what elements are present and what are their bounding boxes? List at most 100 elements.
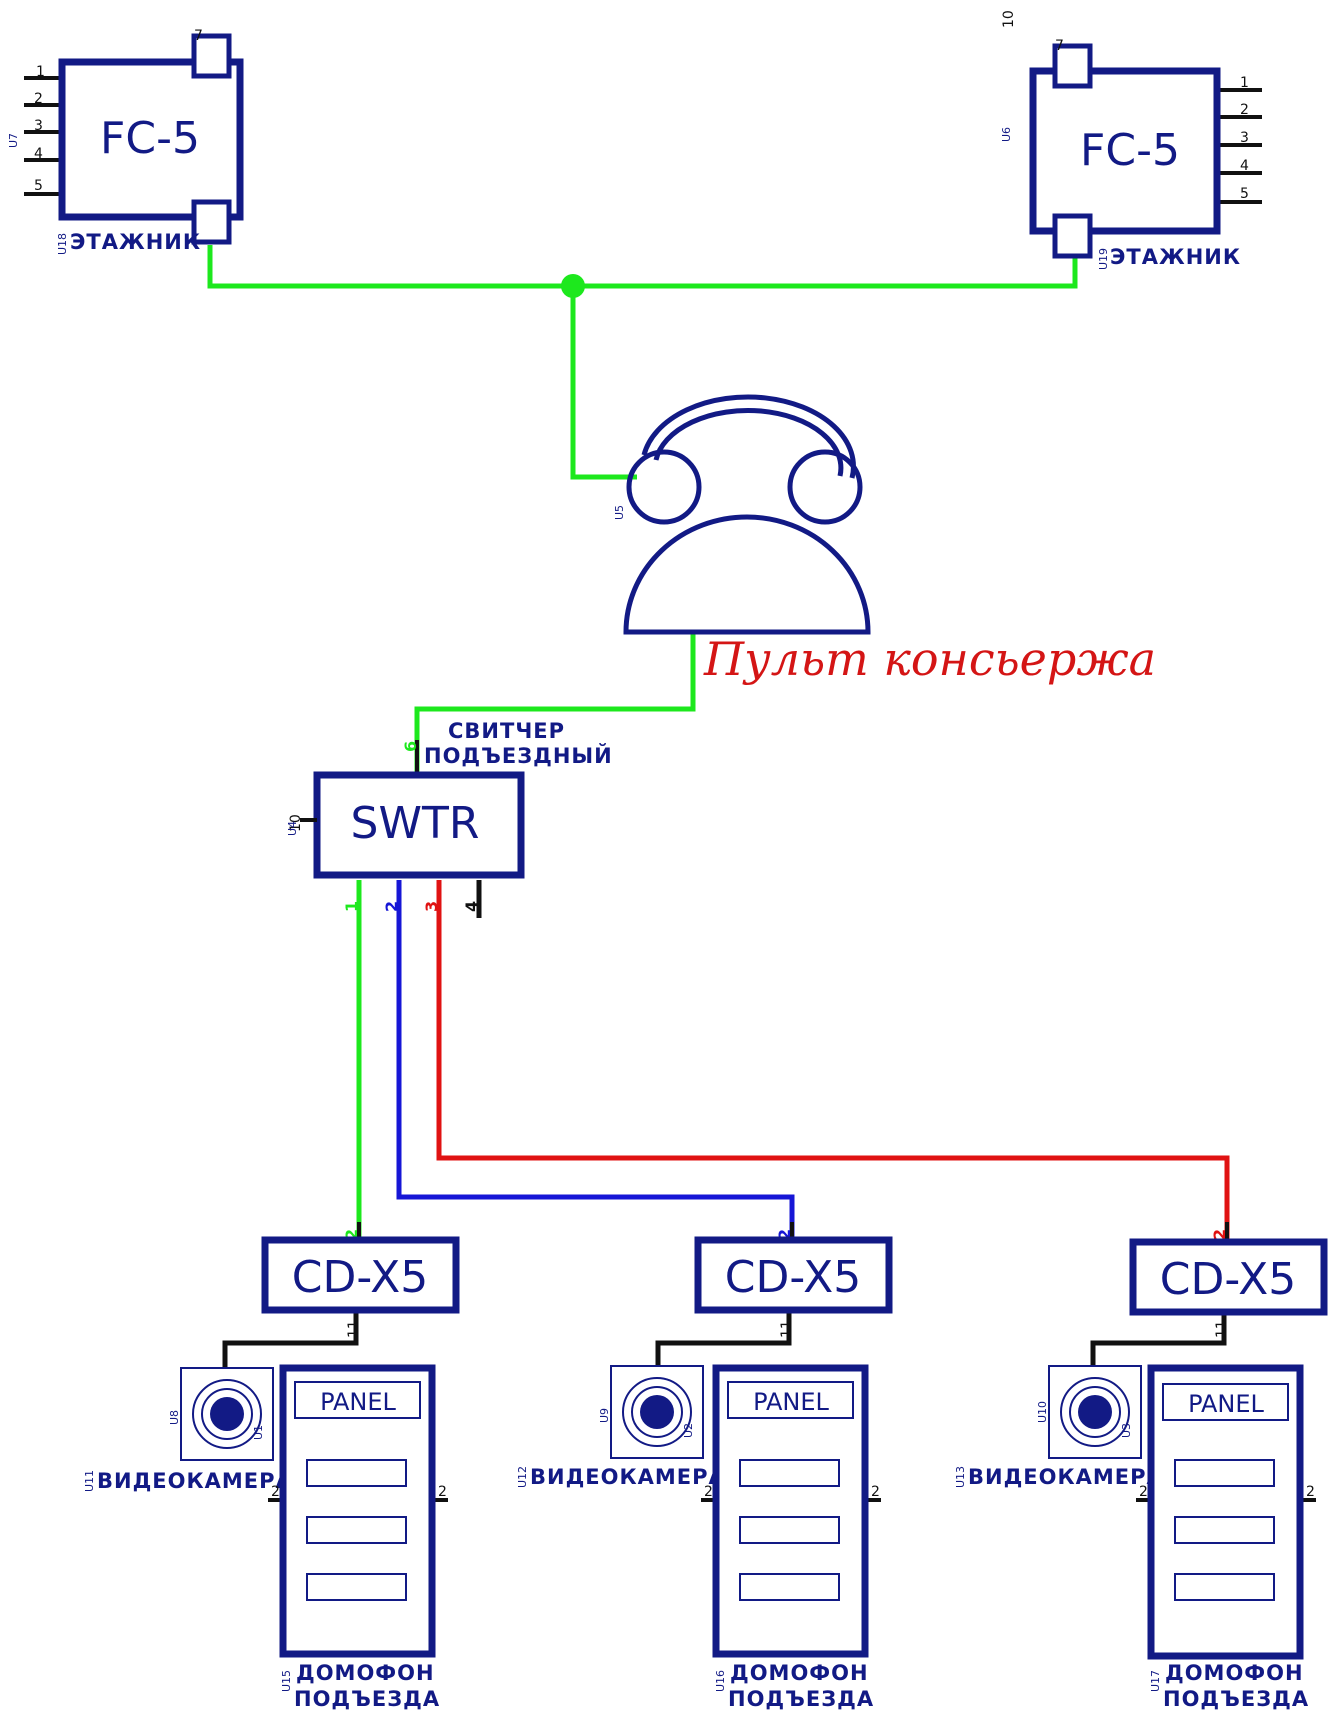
cd-in-pin: 2 xyxy=(1210,1229,1229,1240)
cd-out-pin: 11 xyxy=(779,1320,795,1338)
panel-title: PANEL xyxy=(320,1388,396,1416)
cd-x5-title: CD-X5 xyxy=(725,1252,861,1303)
fc-right-pin-label: 3 xyxy=(1240,130,1249,146)
floor-controller-right[interactable]: 1 2 3 4 5 7 10 FC-5 U6 ЭТАЖНИК U19 xyxy=(1000,10,1262,270)
fc-left-pins: 1 2 3 4 5 xyxy=(24,64,62,196)
panel-right-pin: 2 xyxy=(1306,1484,1315,1500)
fc-right-pin-label: 1 xyxy=(1240,75,1249,91)
panel-label-line2: ПОДЪЕЗДА xyxy=(294,1687,440,1711)
cd-x5-body xyxy=(261,1236,460,1314)
floor-controller-left[interactable]: 1 2 3 4 5 7 FC-5 U7 ЭТАЖНИК U18 xyxy=(7,28,244,255)
camera-ref: U10 xyxy=(1036,1401,1049,1423)
fc-left-pin-label: 4 xyxy=(34,146,43,162)
panel-ref: U16 xyxy=(714,1670,727,1692)
fc-left-label-ref: U18 xyxy=(56,233,69,255)
console-earpiece-right xyxy=(787,449,863,525)
switcher[interactable]: 6 СВИТЧЕР ПОДЪЕЗДНЫЙ 10 U4 SWTR 1 2 3 4 xyxy=(286,719,613,912)
fc-left-ref: U7 xyxy=(7,133,20,148)
cd-in-pin: 2 xyxy=(342,1229,361,1240)
camera-inner-ref: U2 xyxy=(682,1423,695,1438)
wire-switcher-to-entrance-3 xyxy=(436,880,1230,1240)
console-handset-arc-inner xyxy=(653,407,844,477)
video-camera[interactable]: U9 U2 ВИДЕОКАМЕРА U12 xyxy=(516,1365,726,1489)
panel-body xyxy=(1147,1364,1304,1660)
camera-lens-ring-inner xyxy=(631,1386,683,1438)
switcher-pin-1: 1 xyxy=(342,901,361,912)
video-camera[interactable]: U8 U1 ВИДЕОКАМЕРА U11 xyxy=(83,1367,293,1493)
switcher-pin-2: 2 xyxy=(382,901,401,912)
entrance-3[interactable]: 2 CD-X5 11 U10 U3 ВИДЕОКАМЕРА U13 2 2 PA… xyxy=(954,1222,1328,1711)
cd-out-pin: 11 xyxy=(346,1320,362,1338)
panel-label-line1: ДОМОФОН xyxy=(1165,1661,1304,1685)
fc-right-pin-label: 5 xyxy=(1240,186,1249,202)
switcher-bottom-pins: 1 2 3 4 xyxy=(342,901,481,912)
camera-inner-ref: U3 xyxy=(1120,1423,1133,1438)
panel-title: PANEL xyxy=(753,1388,829,1416)
camera-ref: U9 xyxy=(598,1408,611,1423)
camera-lens-icon xyxy=(640,1395,674,1429)
switcher-left-pin: 10 xyxy=(288,814,304,832)
switcher-pin-3: 3 xyxy=(422,901,441,912)
fc-left-pin-label: 3 xyxy=(34,118,43,134)
console-base xyxy=(623,514,871,635)
cd-in-pin: 2 xyxy=(775,1229,794,1240)
switcher-label-line1: СВИТЧЕР xyxy=(448,719,565,743)
switcher-label-line2: ПОДЪЕЗДНЫЙ xyxy=(424,743,613,768)
fc-right-corner-pin: 10 xyxy=(1001,10,1017,28)
fc-left-body xyxy=(58,58,244,221)
fc-left-bottom-port xyxy=(191,199,232,245)
panel-ref: U17 xyxy=(1149,1670,1162,1692)
panel-title: PANEL xyxy=(1188,1390,1264,1418)
camera-lens-icon xyxy=(1078,1395,1112,1429)
switcher-ref: U4 xyxy=(286,821,299,836)
camera-label-ref: U13 xyxy=(954,1466,967,1488)
panel-button-1 xyxy=(739,1459,840,1487)
panel-body xyxy=(279,1364,436,1658)
panel-right-pin: 2 xyxy=(438,1484,447,1500)
concierge-console[interactable]: U5 Пульт консьержа xyxy=(613,394,1156,686)
panel-button-2 xyxy=(739,1516,840,1544)
camera-label: ВИДЕОКАМЕРА xyxy=(97,1469,293,1493)
camera-label: ВИДЕОКАМЕРА xyxy=(530,1465,726,1489)
fc-right-top-pin: 7 xyxy=(1055,38,1064,54)
cd-x5-title: CD-X5 xyxy=(292,1252,428,1303)
fc-right-ref: U6 xyxy=(1000,127,1013,142)
fc-right-label-ref: U19 xyxy=(1097,248,1110,270)
panel-body xyxy=(712,1364,869,1658)
wire-switcher-to-entrance-2 xyxy=(396,880,795,1240)
fc-left-top-pin: 7 xyxy=(194,28,203,44)
switcher-pin-4: 4 xyxy=(462,901,481,912)
panel-left-pin: 2 xyxy=(1139,1484,1148,1500)
fc-left-pin-label: 5 xyxy=(34,178,43,194)
fc-right-top-port xyxy=(1052,43,1093,89)
intercom-panel[interactable]: 2 2 PANEL ДОМОФОН ПОДЪЕЗДА U17 xyxy=(1136,1364,1316,1711)
video-camera[interactable]: U10 U3 ВИДЕОКАМЕРА U13 xyxy=(954,1365,1164,1489)
panel-button-1 xyxy=(306,1459,407,1487)
panel-left-pin: 2 xyxy=(704,1484,713,1500)
intercom-panel[interactable]: 2 2 PANEL ДОМОФОН ПОДЪЕЗДА U16 xyxy=(701,1364,881,1711)
entrance-2[interactable]: 2 CD-X5 11 U9 U2 ВИДЕОКАМЕРА U12 2 2 PAN… xyxy=(516,1222,893,1711)
fc-right-label: ЭТАЖНИК xyxy=(1110,245,1241,269)
camera-lens-ring-inner xyxy=(201,1388,253,1440)
console-ref: U5 xyxy=(613,505,626,520)
camera-lens-ring-inner xyxy=(1069,1386,1121,1438)
panel-header-box xyxy=(1162,1383,1289,1421)
console-earpiece-left xyxy=(626,449,702,525)
camera-lens-icon xyxy=(210,1397,244,1431)
camera-lens-ring xyxy=(1060,1377,1130,1447)
panel-header-box xyxy=(727,1381,854,1419)
entrance-1[interactable]: 2 CD-X5 11 U8 U1 ВИДЕОКАМЕРА U11 2 2 PAN… xyxy=(83,1222,460,1711)
panel-label-line2: ПОДЪЕЗДА xyxy=(1163,1687,1309,1711)
panel-button-1 xyxy=(1174,1459,1275,1487)
intercom-panel[interactable]: 2 2 PANEL ДОМОФОН ПОДЪЕЗДА U15 xyxy=(268,1364,448,1711)
fc-left-label: ЭТАЖНИК xyxy=(70,230,201,254)
bus-floor-controllers xyxy=(207,245,1078,289)
wire-bus-to-console xyxy=(570,286,637,480)
panel-left-pin: 2 xyxy=(271,1484,280,1500)
wire-cd2-to-panel2 xyxy=(655,1312,792,1368)
panel-label-line2: ПОДЪЕЗДА xyxy=(728,1687,874,1711)
switcher-top-pin: 6 xyxy=(401,741,420,752)
panel-button-3 xyxy=(306,1573,407,1601)
camera-lens-ring xyxy=(622,1377,692,1447)
panel-button-3 xyxy=(739,1573,840,1601)
